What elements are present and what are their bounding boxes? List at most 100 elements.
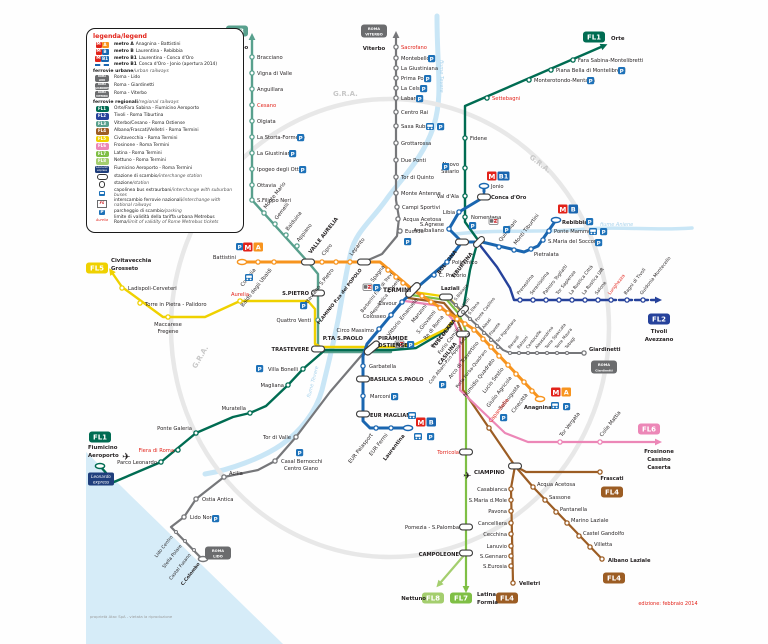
parking-letter: P (430, 57, 434, 63)
bus-interchange-icon (426, 123, 434, 130)
station-label: Monte Antenne (401, 191, 441, 197)
station-Ipogeo degli Ottavi: Ipogeo degli Ottavi (249, 166, 306, 173)
station-label: Lido Nord (190, 515, 215, 521)
station-Policlinico: Policlinico (444, 259, 478, 266)
station-label: Val d'Ala (437, 194, 459, 200)
station-label: Euclide (405, 229, 424, 235)
station-label: Pavona (488, 509, 507, 515)
station-label: Marconi (370, 394, 390, 400)
legend-row-text: Viterbo/Cesano - Roma Ostiense (114, 120, 185, 126)
parking-letter: P (429, 435, 433, 441)
station-Circo Massimo: Circo Massimo (337, 326, 382, 334)
badge-text: VITERBO (365, 32, 383, 36)
map-text: Nettuno (401, 596, 426, 602)
station-Settebagni: Settebagni (484, 95, 520, 102)
station-label: Sacrofano (401, 45, 427, 51)
line-arrowhead (655, 438, 662, 446)
gra-ring-road (168, 96, 612, 560)
legend-row-text: Nettuno - Roma Termini (114, 158, 166, 164)
legend-row: capolinea bus extraurbani/interchange wi… (93, 188, 237, 199)
station-label: Cipro (321, 243, 334, 257)
map-text: Caserta (647, 465, 671, 471)
station-label: Anguillara (257, 87, 283, 93)
station-icon (93, 181, 111, 188)
badge-text: FL4 (607, 574, 621, 582)
parking-icon: P (595, 239, 603, 247)
station-label: Ipogeo degli Ottavi (257, 167, 306, 173)
airplane-icon: ✈ (122, 452, 130, 463)
parking-icon: P (428, 55, 436, 63)
station-label: S.Filippo Neri (257, 198, 291, 204)
parking-letter: P (301, 168, 305, 174)
station-label: Velletri (519, 581, 540, 587)
map-text: fiume Aniene (600, 222, 633, 228)
line-arrowhead (599, 43, 608, 51)
line-arrowhead (392, 31, 400, 38)
parking-letter: P (214, 517, 218, 523)
map-text: Tivoli (651, 329, 668, 335)
station-Sacrofano: Sacrofano (393, 44, 427, 51)
parking-icon: P (503, 226, 511, 234)
station-Vigna di Valle: Vigna di Valle (249, 70, 292, 77)
station-Pantanella: Pantanella (553, 507, 587, 515)
station-label: Quattro Venti (276, 318, 311, 324)
parking-letter: P (375, 286, 379, 292)
station-Ponte Galeria: Ponte Galeria (157, 426, 199, 436)
map-text: Formia (477, 600, 498, 606)
station-S.Maria del Soccorso: S.Maria del Soccorso (540, 237, 602, 245)
parking-icon: P (300, 302, 308, 310)
station-label: Aurelia (231, 292, 249, 298)
station-label: Casal Bernocchi (281, 459, 322, 465)
parking-letter: P (418, 97, 422, 103)
station-C. Pretorio: C. Pretorio (431, 272, 466, 279)
badge-text: Leonardo (91, 474, 111, 479)
parking-letter: P (444, 165, 448, 171)
station-Albano Laziale: Albano Laziale (599, 556, 651, 564)
station-label: Ottavia (257, 183, 276, 189)
station-Grottarossa: Grottarossa (393, 140, 431, 147)
station-label: Bracciano (257, 55, 283, 61)
airplane-glyph: ✈ (122, 452, 130, 463)
station-label: TERMINI (383, 287, 411, 294)
legend-row-text: Latina - Roma Termini (114, 150, 162, 156)
station-label: Villetta (594, 542, 612, 548)
station-label: Centro Giano (284, 466, 318, 472)
map-text: OSTIENSE (378, 343, 408, 349)
fl-line-icon: FL3 (93, 120, 111, 128)
bus-interchange-icon (589, 228, 597, 235)
station-Due Ponti: Due Ponti (393, 157, 426, 164)
parking-letter: P (298, 451, 302, 457)
station-Alessi: Alessi (481, 317, 492, 335)
airplane-icon: ✈ (463, 471, 471, 482)
station-Jonio: Jonio (478, 182, 504, 190)
station-label: La Giustiniana (401, 66, 438, 72)
station-label: Cancelliera (478, 521, 507, 527)
parking-icon: P (99, 209, 105, 216)
station-Parco Leonardo: Parco Leonardo (117, 459, 164, 466)
tariff-limit-icon: Aurelia (96, 218, 108, 223)
parking-letter: P (291, 152, 295, 158)
badge-text: FL1 (93, 433, 107, 441)
map-text: Orte (611, 36, 625, 42)
station-label: S.Agnese (420, 222, 444, 228)
parking-icon: P (416, 95, 424, 103)
station-label: Salario (441, 169, 459, 175)
station-label: Monterotondo-Mentana (534, 78, 595, 84)
parking-letter: P (426, 77, 430, 83)
station-label: Prima Porta (401, 76, 431, 82)
parking-icon: P (212, 515, 220, 523)
station-Pavona: Pavona (488, 508, 514, 515)
sea (86, 452, 283, 644)
station-Olgiata: Olgiata (249, 118, 276, 125)
station-Labaro: Labaro (393, 95, 419, 102)
